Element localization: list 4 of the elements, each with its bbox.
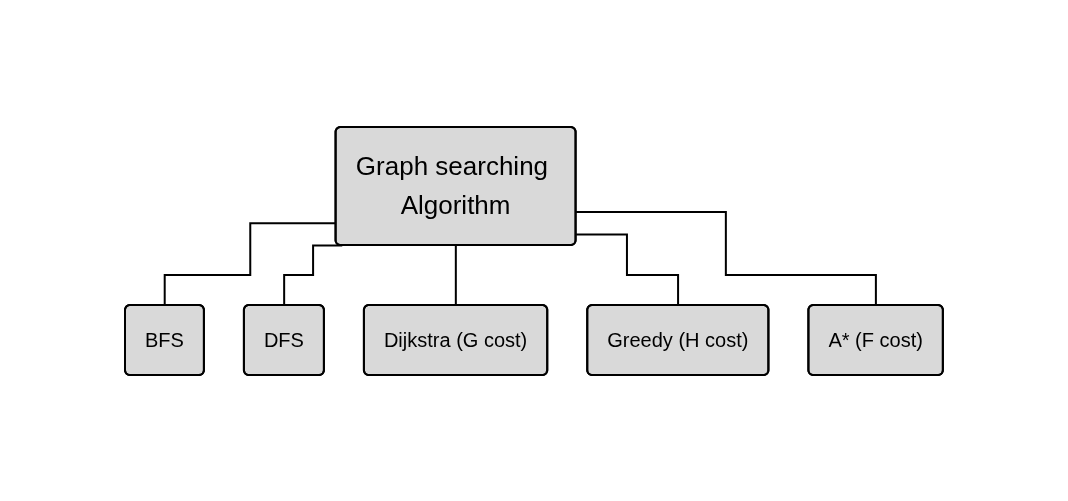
connector bbox=[454, 244, 458, 306]
connector bbox=[283, 244, 344, 306]
connector bbox=[575, 233, 680, 306]
connector bbox=[575, 210, 878, 306]
